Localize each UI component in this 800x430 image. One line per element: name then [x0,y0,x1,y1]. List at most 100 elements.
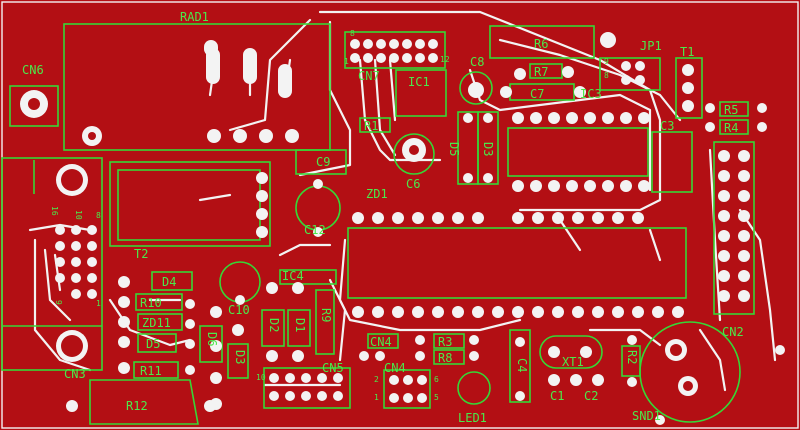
pin-cn3-9: 9 [54,300,63,305]
jp1-outline [599,57,661,91]
c8-outline [459,71,493,105]
label-d1: D1 [293,318,307,333]
label-d3: D3 [233,350,247,365]
r2-outline [621,345,641,377]
ic2-outline [347,227,687,299]
t2-outline [109,161,271,247]
label-r12: R12 [126,399,148,413]
cn3-outline [1,157,103,371]
r1-outline [359,117,391,133]
r8-outline [433,349,465,365]
r10-outline [135,293,183,311]
label-r6: R6 [534,37,549,51]
label-c2: C2 [584,389,599,403]
rad1-outline [63,23,331,151]
pin-cn4-5: 5 [434,393,439,402]
cn4-outline [383,369,431,409]
r6-outline [489,25,595,59]
xt1-outline [539,335,603,369]
label-c1: C1 [550,389,565,403]
pin-cn5-10: 10 [256,373,266,382]
ic3-outline [507,127,649,177]
label-cn7: CN7 [358,69,380,83]
label-r5: R5 [724,103,739,117]
led1-outline [457,371,491,405]
label-jp1: JP1 [640,39,662,53]
r7-outline [529,63,563,79]
c9-outline [295,149,347,175]
pin-cn3-1: 1 [96,299,101,308]
pin-cn4-6: 6 [434,375,439,384]
d4-outline [151,271,193,291]
pin-cn7-1: 1 [344,57,349,66]
pin-jp1-9: 9 [604,57,609,66]
label-cn3: CN3 [64,367,86,381]
label-cn2: CN2 [722,325,744,339]
label-rad1: RAD1 [180,10,209,24]
zd11-outline [137,313,183,331]
r3-outline [433,333,465,349]
label-r9: R9 [319,308,333,323]
label-d2: D2 [267,318,281,333]
d5-outline [137,333,177,353]
snd1-outline [639,321,741,423]
cn4-small-outline [367,333,399,349]
label-zd11: ZD11 [142,316,171,330]
d3-outline [227,343,249,379]
ic4-outline [279,269,337,285]
label-led1: LED1 [458,411,487,425]
label-r4: R4 [724,121,739,135]
label-c9: C9 [316,155,331,169]
label-ic1: IC1 [408,75,430,89]
label-c6: C6 [406,177,421,191]
pin-cn3-16: 16 [50,206,59,216]
c3-outline [477,111,499,185]
label-t1: T1 [680,45,695,59]
label-r7: R7 [534,65,549,79]
label-r1: R1 [364,119,379,133]
pin-cn3-8: 8 [96,211,101,220]
label-zd1: ZD1 [366,187,388,201]
d6-outline [199,325,223,363]
label-d3-vertical: D3 [481,142,495,157]
label-cn5: CN5 [322,361,344,375]
label-r11: R11 [140,364,162,378]
label-d5: D5 [146,337,161,351]
component-pads [20,32,785,425]
r12-outline [89,379,199,425]
c6-outline [393,133,435,175]
cn7-outline [344,31,446,69]
label-cn4-top: CN4 [370,335,392,349]
pin-cn4-2: 2 [374,375,379,384]
label-ic4: IC4 [282,269,304,283]
label-r3: R3 [438,335,453,349]
label-cn6: CN6 [22,63,44,77]
c4-outline [509,329,531,403]
pin-cn7-12: 12 [440,55,450,64]
label-c3: C3 [660,119,675,133]
pin-jp1-8: 8 [604,71,609,80]
label-xt1: XT1 [562,355,584,369]
cn5-outline [263,367,351,409]
r4-outline [719,119,749,135]
r5-outline [719,101,749,117]
label-c8: C8 [470,55,485,69]
pin-cn4-1: 1 [374,393,379,402]
pin-cn7-8: 8 [350,29,355,38]
label-c12: C12 [304,223,326,237]
ic1-outline [395,69,447,117]
label-r10: R10 [140,296,162,310]
cn6-outline [9,85,59,127]
label-r8: R8 [438,351,453,365]
label-snd1: SND1 [632,409,661,423]
ic3-header-outline [651,131,693,193]
d2-outline [261,309,285,347]
t1-outline [675,57,703,119]
label-c10: C10 [228,303,250,317]
t2-inner-outline [117,169,261,241]
label-r2: R2 [625,350,639,365]
label-c4: C4 [515,358,529,373]
label-t2: T2 [134,247,149,261]
